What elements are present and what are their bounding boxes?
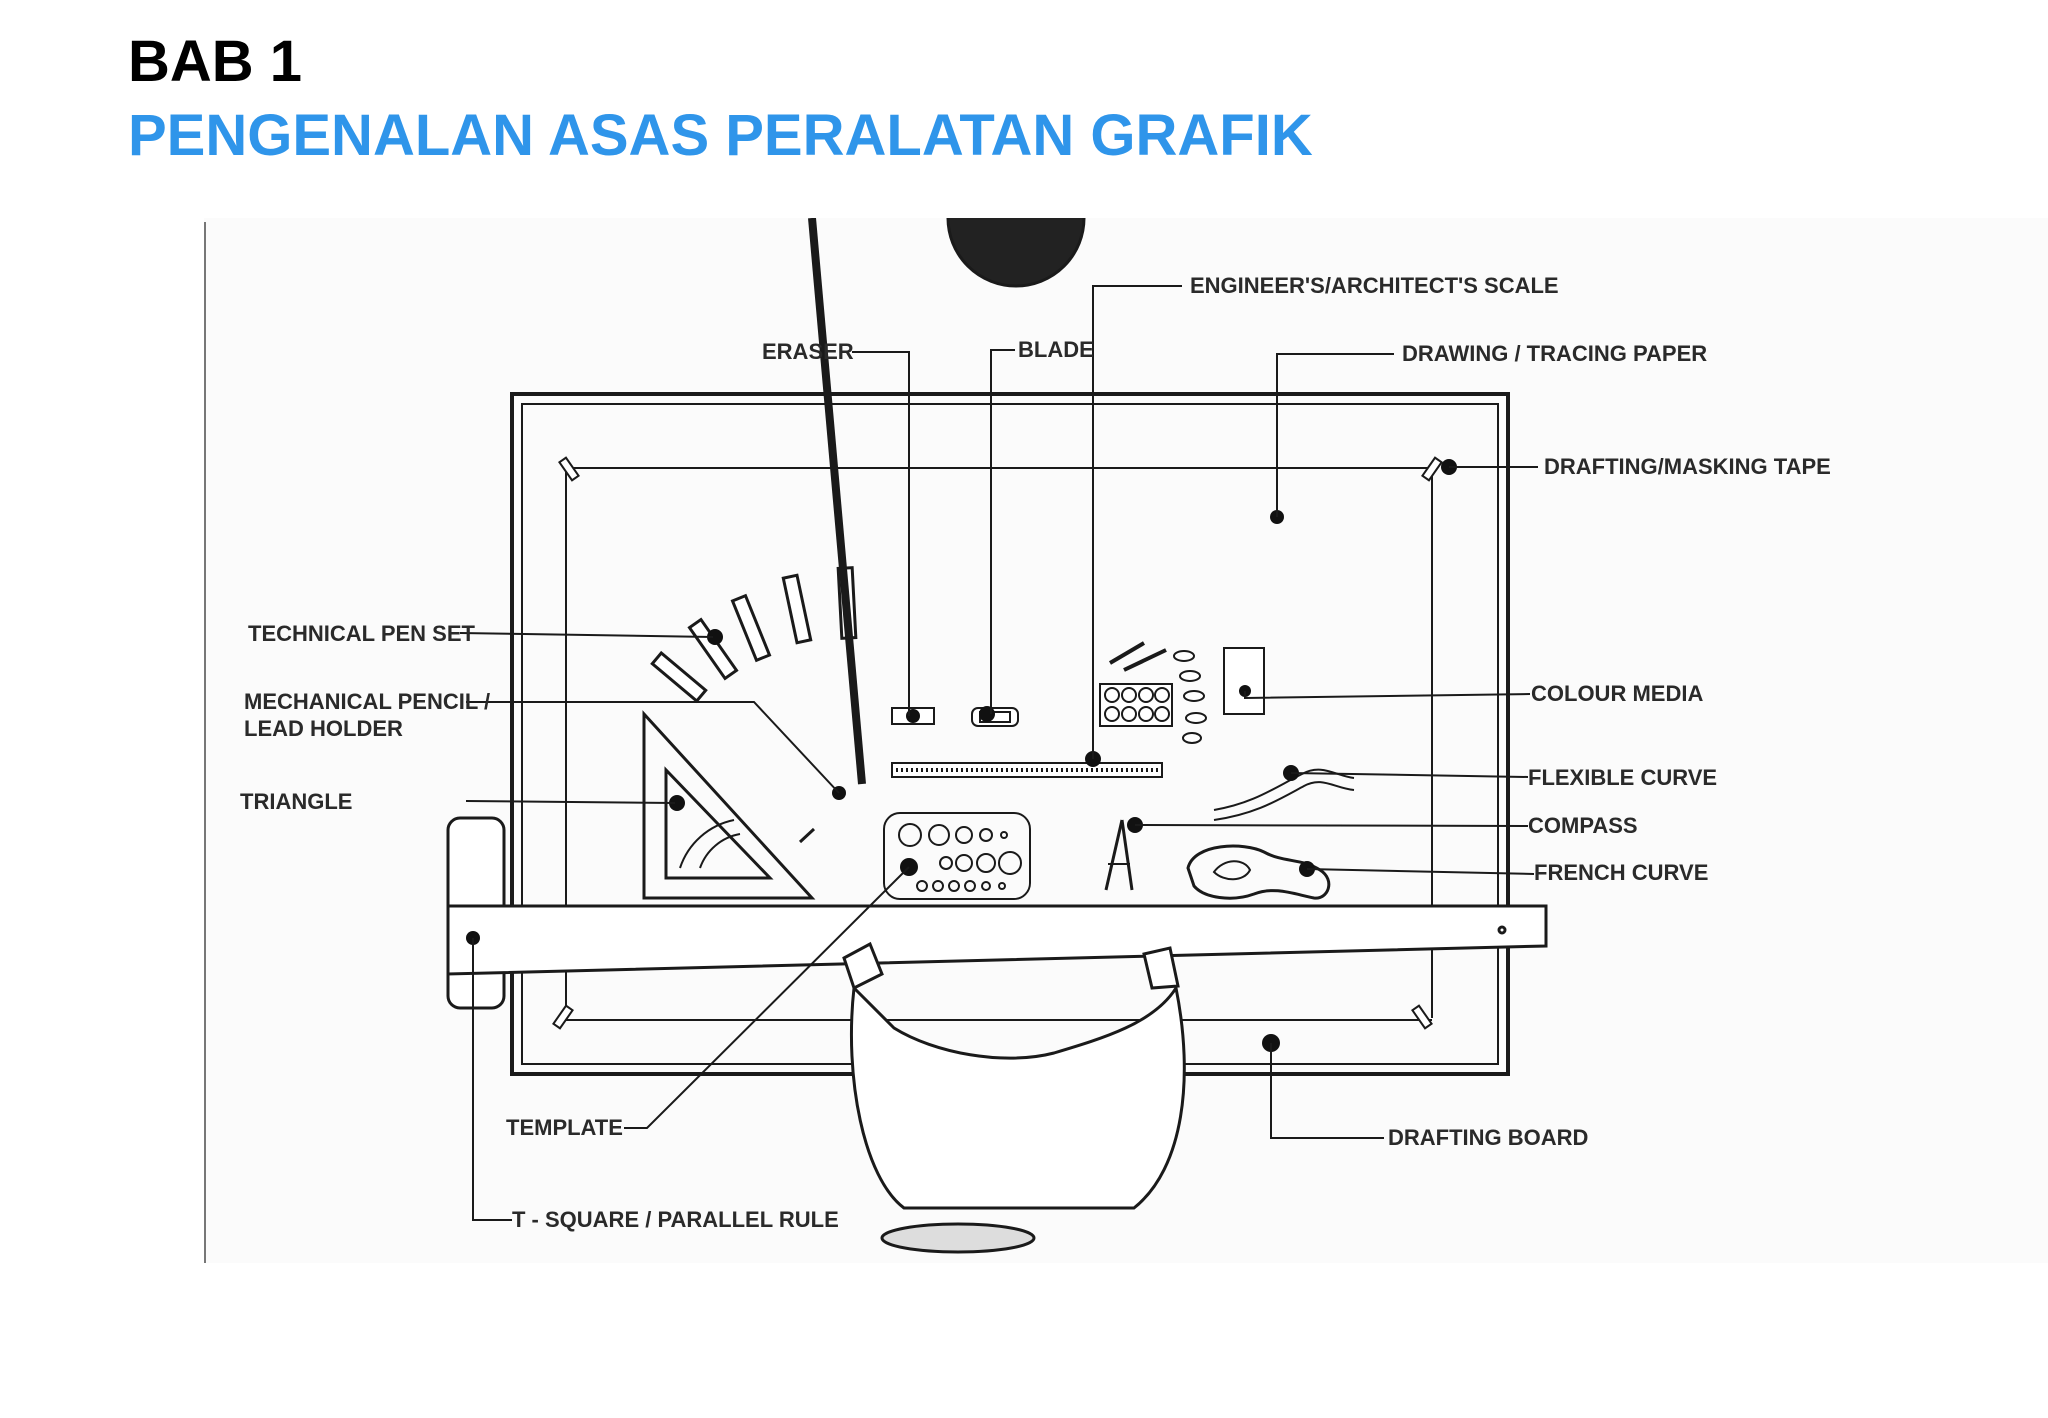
leader-lines bbox=[459, 285, 1538, 1221]
mechanical-pencil bbox=[798, 218, 866, 844]
label-mechanical-pencil-line2: LEAD HOLDER bbox=[244, 716, 403, 741]
triangle bbox=[642, 710, 816, 900]
blade bbox=[971, 707, 1019, 727]
label-template: TEMPLATE bbox=[506, 1115, 623, 1140]
flexible-curve bbox=[1213, 768, 1355, 821]
label-t-square: T - SQUARE / PARALLEL RULE bbox=[512, 1207, 839, 1232]
engineers-scale bbox=[891, 762, 1163, 778]
label-compass: COMPASS bbox=[1528, 813, 1638, 838]
label-drafting-board: DRAFTING BOARD bbox=[1388, 1125, 1588, 1150]
label-drawing-paper: DRAWING / TRACING PAPER bbox=[1402, 341, 1707, 366]
colour-media bbox=[1099, 641, 1265, 744]
drafting-equipment-diagram: ENGINEER'S/ARCHITECT'S SCALE ERASER BLAD… bbox=[204, 218, 2048, 1263]
label-triangle: TRIANGLE bbox=[240, 789, 352, 814]
person-at-board bbox=[842, 218, 1186, 1254]
compass bbox=[1104, 819, 1134, 891]
label-eraser: ERASER bbox=[762, 339, 854, 364]
chapter-title: BAB 1 bbox=[128, 29, 303, 94]
template bbox=[883, 812, 1031, 900]
label-french-curve: FRENCH CURVE bbox=[1534, 860, 1708, 885]
masking-tape bbox=[552, 456, 1443, 1030]
french-curve bbox=[1186, 844, 1331, 900]
label-masking-tape: DRAFTING/MASKING TAPE bbox=[1544, 454, 1831, 479]
technical-pen-set bbox=[650, 566, 858, 704]
label-mechanical-pencil-line1: MECHANICAL PENCIL / bbox=[244, 689, 490, 714]
label-technical-pen-set: TECHNICAL PEN SET bbox=[248, 621, 476, 646]
label-blade: BLADE bbox=[1018, 337, 1094, 362]
label-flexible-curve: FLEXIBLE CURVE bbox=[1528, 765, 1717, 790]
chapter-subtitle: PENGENALAN ASAS PERALATAN GRAFIK bbox=[128, 103, 1313, 168]
label-engineers-scale: ENGINEER'S/ARCHITECT'S SCALE bbox=[1190, 273, 1559, 298]
t-square bbox=[446, 816, 1548, 1010]
label-colour-media: COLOUR MEDIA bbox=[1531, 681, 1703, 706]
